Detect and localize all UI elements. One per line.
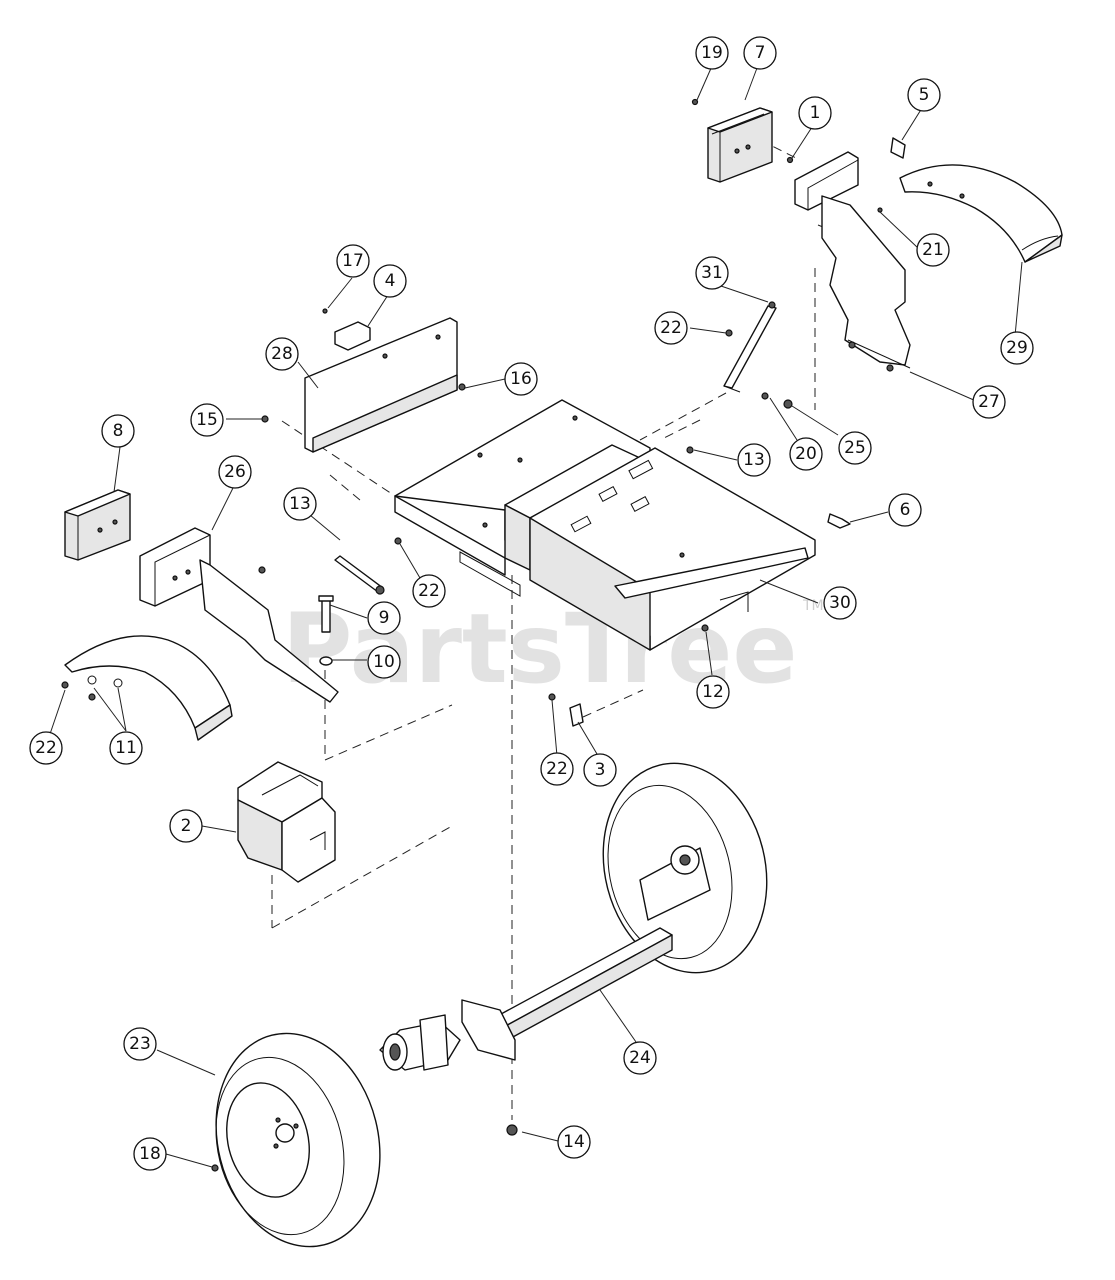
callout-14[interactable]: 14 (557, 1125, 591, 1159)
callout-3[interactable]: 3 (583, 753, 617, 787)
part-26-bracket (139, 527, 211, 607)
part-6-plate (827, 513, 851, 529)
svg-text:22: 22 (546, 759, 568, 779)
callout-22-mid[interactable]: 22 (412, 574, 446, 608)
callout-16[interactable]: 16 (504, 362, 538, 396)
svg-text:2: 2 (181, 816, 192, 836)
part-4-bracket (322, 308, 371, 351)
svg-text:17: 17 (342, 251, 364, 271)
part-29-fender (899, 164, 1063, 263)
svg-text:5: 5 (919, 85, 930, 105)
callout-12[interactable]: 12 (696, 675, 730, 709)
svg-text:19: 19 (701, 43, 723, 63)
callout-25[interactable]: 25 (838, 431, 872, 465)
part-9-bolt (318, 595, 334, 633)
part-11-fender (64, 635, 233, 741)
part-3-clip (548, 693, 584, 727)
part-1-bracket (786, 151, 859, 211)
callout-6[interactable]: 6 (888, 493, 922, 527)
part-27-side-panel (821, 195, 911, 372)
svg-text:8: 8 (113, 421, 124, 441)
part-13-rod (334, 555, 385, 595)
svg-text:26: 26 (224, 462, 246, 482)
svg-text:20: 20 (795, 444, 817, 464)
callout-20[interactable]: 20 (789, 437, 823, 471)
svg-text:25: 25 (844, 438, 866, 458)
callout-22-top[interactable]: 22 (654, 311, 688, 345)
svg-text:13: 13 (289, 494, 311, 514)
svg-text:15: 15 (196, 410, 218, 430)
svg-text:18: 18 (139, 1144, 161, 1164)
svg-text:16: 16 (510, 369, 532, 389)
callout-22-left[interactable]: 22 (29, 731, 63, 765)
watermark-tm: TM (802, 598, 824, 614)
part-7-battery-box (707, 107, 773, 183)
callout-11[interactable]: 11 (109, 731, 143, 765)
svg-text:13: 13 (743, 450, 765, 470)
callout-26[interactable]: 26 (218, 455, 252, 489)
part-5-plate (890, 137, 906, 159)
callout-2[interactable]: 2 (169, 809, 203, 843)
svg-text:4: 4 (385, 271, 396, 291)
svg-text:23: 23 (129, 1034, 151, 1054)
svg-text:27: 27 (978, 392, 1000, 412)
callout-17[interactable]: 17 (336, 244, 370, 278)
callout-13-left[interactable]: 13 (283, 487, 317, 521)
callout-5[interactable]: 5 (907, 78, 941, 112)
part-8-battery-box (64, 489, 131, 561)
callout-23[interactable]: 23 (123, 1027, 157, 1061)
callout-31[interactable]: 31 (695, 256, 729, 290)
callout-15[interactable]: 15 (190, 403, 224, 437)
callout-13-right[interactable]: 13 (737, 443, 771, 477)
svg-text:14: 14 (563, 1132, 585, 1152)
callout-27[interactable]: 27 (972, 385, 1006, 419)
part-30-main-frame (394, 399, 816, 651)
callout-21[interactable]: 21 (916, 233, 950, 267)
callout-30[interactable]: 30 (823, 586, 857, 620)
svg-text:9: 9 (379, 608, 390, 628)
callout-10[interactable]: 10 (367, 645, 401, 679)
svg-text:7: 7 (755, 43, 766, 63)
svg-text:1: 1 (810, 103, 821, 123)
svg-text:11: 11 (115, 738, 137, 758)
svg-text:30: 30 (829, 593, 851, 613)
part-28-panel (304, 317, 458, 453)
svg-text:3: 3 (595, 760, 606, 780)
callout-24[interactable]: 24 (623, 1041, 657, 1075)
part-23-wheel (215, 1032, 381, 1248)
callout-1[interactable]: 1 (798, 96, 832, 130)
callout-22-bottom[interactable]: 22 (540, 752, 574, 786)
callout-18[interactable]: 18 (133, 1137, 167, 1171)
svg-text:6: 6 (900, 500, 911, 520)
right-wheel (602, 762, 768, 974)
svg-text:22: 22 (35, 738, 57, 758)
svg-text:24: 24 (629, 1048, 651, 1068)
callout-28[interactable]: 28 (265, 337, 299, 371)
svg-text:21: 21 (922, 240, 944, 260)
callouts: 19 7 1 5 21 29 17 4 31 28 22 16 27 15 20… (29, 36, 1034, 1171)
callout-8[interactable]: 8 (101, 414, 135, 448)
svg-text:10: 10 (373, 652, 395, 672)
left-side-panel (199, 559, 339, 703)
part-10-washer (319, 656, 333, 666)
svg-text:22: 22 (418, 581, 440, 601)
svg-text:12: 12 (702, 682, 724, 702)
callout-19[interactable]: 19 (695, 36, 729, 70)
callout-7[interactable]: 7 (743, 36, 777, 70)
svg-text:31: 31 (701, 263, 723, 283)
leader-lines (49, 65, 1023, 1168)
part-31-brace (723, 301, 777, 393)
svg-text:28: 28 (271, 344, 293, 364)
part-2-battery (237, 761, 336, 883)
left-hub (379, 1014, 461, 1071)
svg-text:22: 22 (660, 318, 682, 338)
part-24-axle (461, 927, 673, 1061)
hardware (61, 98, 883, 1172)
watermark: PartsTree TM (282, 593, 824, 705)
svg-text:29: 29 (1006, 338, 1028, 358)
callout-9[interactable]: 9 (367, 601, 401, 635)
callout-4[interactable]: 4 (373, 264, 407, 298)
callout-29[interactable]: 29 (1000, 331, 1034, 365)
